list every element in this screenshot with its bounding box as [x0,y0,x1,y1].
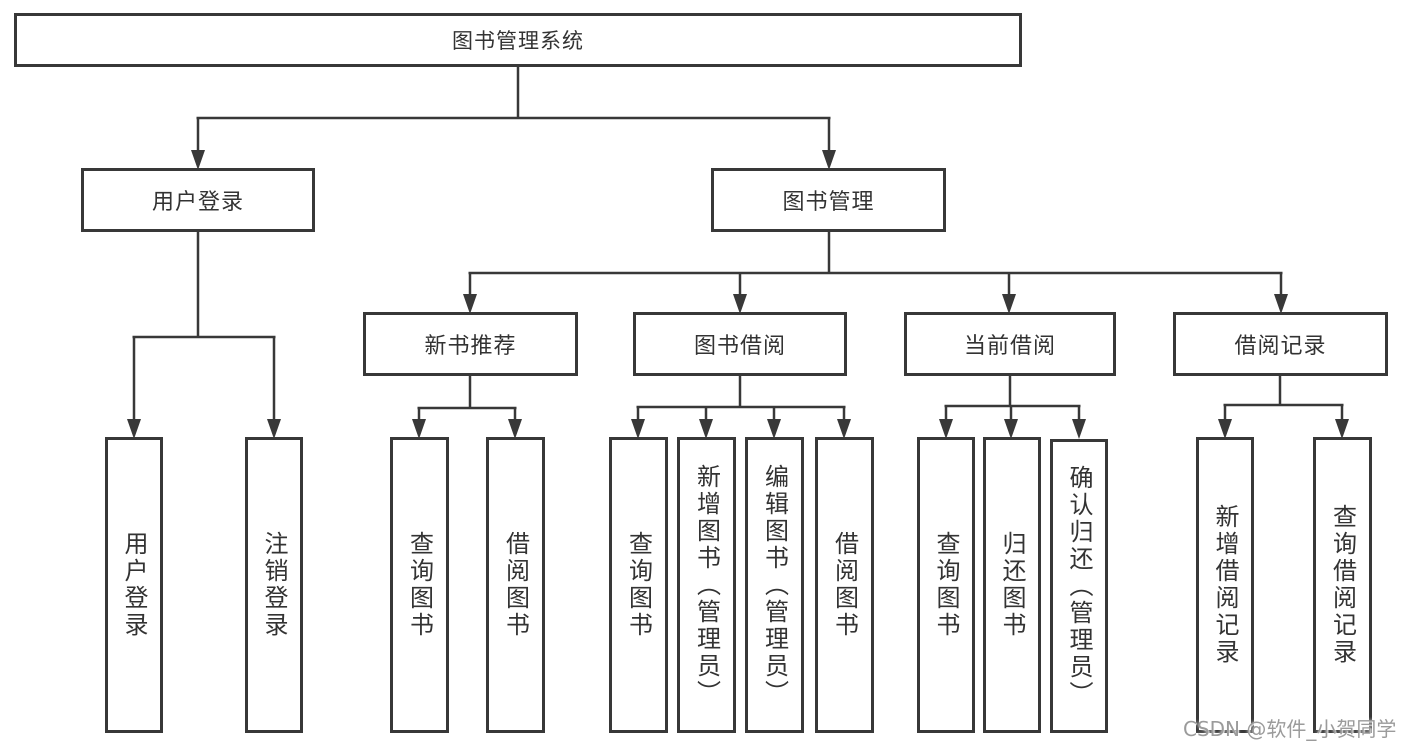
node-book-management: 图书管理 [711,168,946,232]
arrow-down-icon [767,419,781,439]
arrow-down-icon [699,419,713,439]
connector-book-borrow-to-leaves [631,376,851,439]
leaf-current-query-books: 查询图书 [917,437,975,733]
arrow-down-icon [412,419,426,439]
leaf-rec-query-books-label: 查询图书 [405,531,434,639]
leaf-user-login: 用户登录 [105,437,163,733]
arrow-down-icon [822,150,836,170]
leaf-logout-label: 注销登录 [260,531,288,639]
arrow-down-icon [508,419,522,439]
arrow-down-icon [631,419,645,439]
arrow-down-icon [1335,419,1349,439]
watermark: CSDN @软件_小贺同学 [1183,717,1397,741]
arrow-down-icon [837,419,851,439]
leaf-record-add-borrow-record-label: 新增借阅记录 [1211,504,1239,666]
leaf-current-return-books-label: 归还图书 [998,531,1026,639]
leaf-user-login-label: 用户登录 [120,531,148,639]
leaf-current-return-books: 归还图书 [983,437,1041,733]
leaf-record-query-borrow-record: 查询借阅记录 [1313,437,1372,733]
leaf-borrow-add-books-admin-label: 新增图书（管理员） [692,463,721,707]
node-user-login: 用户登录 [81,168,315,232]
leaf-record-query-borrow-record-label: 查询借阅记录 [1328,504,1357,666]
node-library-system: 图书管理系统 [14,13,1022,67]
node-new-book-recommend: 新书推荐 [363,312,578,376]
leaf-logout: 注销登录 [245,437,303,733]
arrow-down-icon [127,419,141,439]
node-user-login-label: 用户登录 [151,190,244,215]
leaf-borrow-query-books-label: 查询图书 [624,531,653,639]
node-borrowing-records-label: 借阅记录 [1234,334,1327,359]
arrow-down-icon [1218,419,1232,439]
leaf-rec-query-books: 查询图书 [390,437,449,733]
leaf-current-query-books-label: 查询图书 [932,531,960,639]
leaf-borrow-borrow-books: 借阅图书 [815,437,874,733]
connector-book-mgmt-to-level2 [463,232,1288,314]
arrow-down-icon [1004,419,1018,439]
leaf-borrow-borrow-books-label: 借阅图书 [830,531,859,639]
arrow-down-icon [191,150,205,170]
connector-root-to-level1 [191,67,836,170]
arrow-down-icon [1072,419,1086,439]
arrow-down-icon [939,419,953,439]
node-new-book-recommend-label: 新书推荐 [424,334,517,359]
arrow-down-icon [463,294,477,314]
connector-borrow-record-to-leaves [1218,376,1349,439]
leaf-borrow-edit-books-admin-label: 编辑图书（管理员） [760,463,789,707]
leaf-rec-borrow-books: 借阅图书 [486,437,545,733]
node-borrowing-records: 借阅记录 [1173,312,1388,376]
connector-new-book-rec-to-leaves [412,376,522,439]
leaf-record-add-borrow-record: 新增借阅记录 [1196,437,1254,733]
node-current-borrowing-label: 当前借阅 [963,334,1056,359]
arrow-down-icon [1274,294,1288,314]
leaf-borrow-query-books: 查询图书 [609,437,668,733]
node-book-management-label: 图书管理 [782,190,875,215]
node-book-borrowing-label: 图书借阅 [693,334,786,359]
node-current-borrowing: 当前借阅 [904,312,1116,376]
leaf-rec-borrow-books-label: 借阅图书 [501,531,530,639]
node-library-system-label: 图书管理系统 [452,29,584,53]
leaf-current-confirm-return-admin-label: 确认归还（管理员） [1065,464,1093,708]
node-book-borrowing: 图书借阅 [633,312,847,376]
leaf-borrow-edit-books-admin: 编辑图书（管理员） [745,437,804,733]
leaf-borrow-add-books-admin: 新增图书（管理员） [677,437,736,733]
connector-user-login-to-leaves [127,232,281,439]
arrow-down-icon [733,294,747,314]
leaf-current-confirm-return-admin: 确认归还（管理员） [1050,439,1108,733]
arrow-down-icon [267,419,281,439]
connector-current-borrow-to-leaves [939,376,1086,439]
arrow-down-icon [1002,294,1016,314]
